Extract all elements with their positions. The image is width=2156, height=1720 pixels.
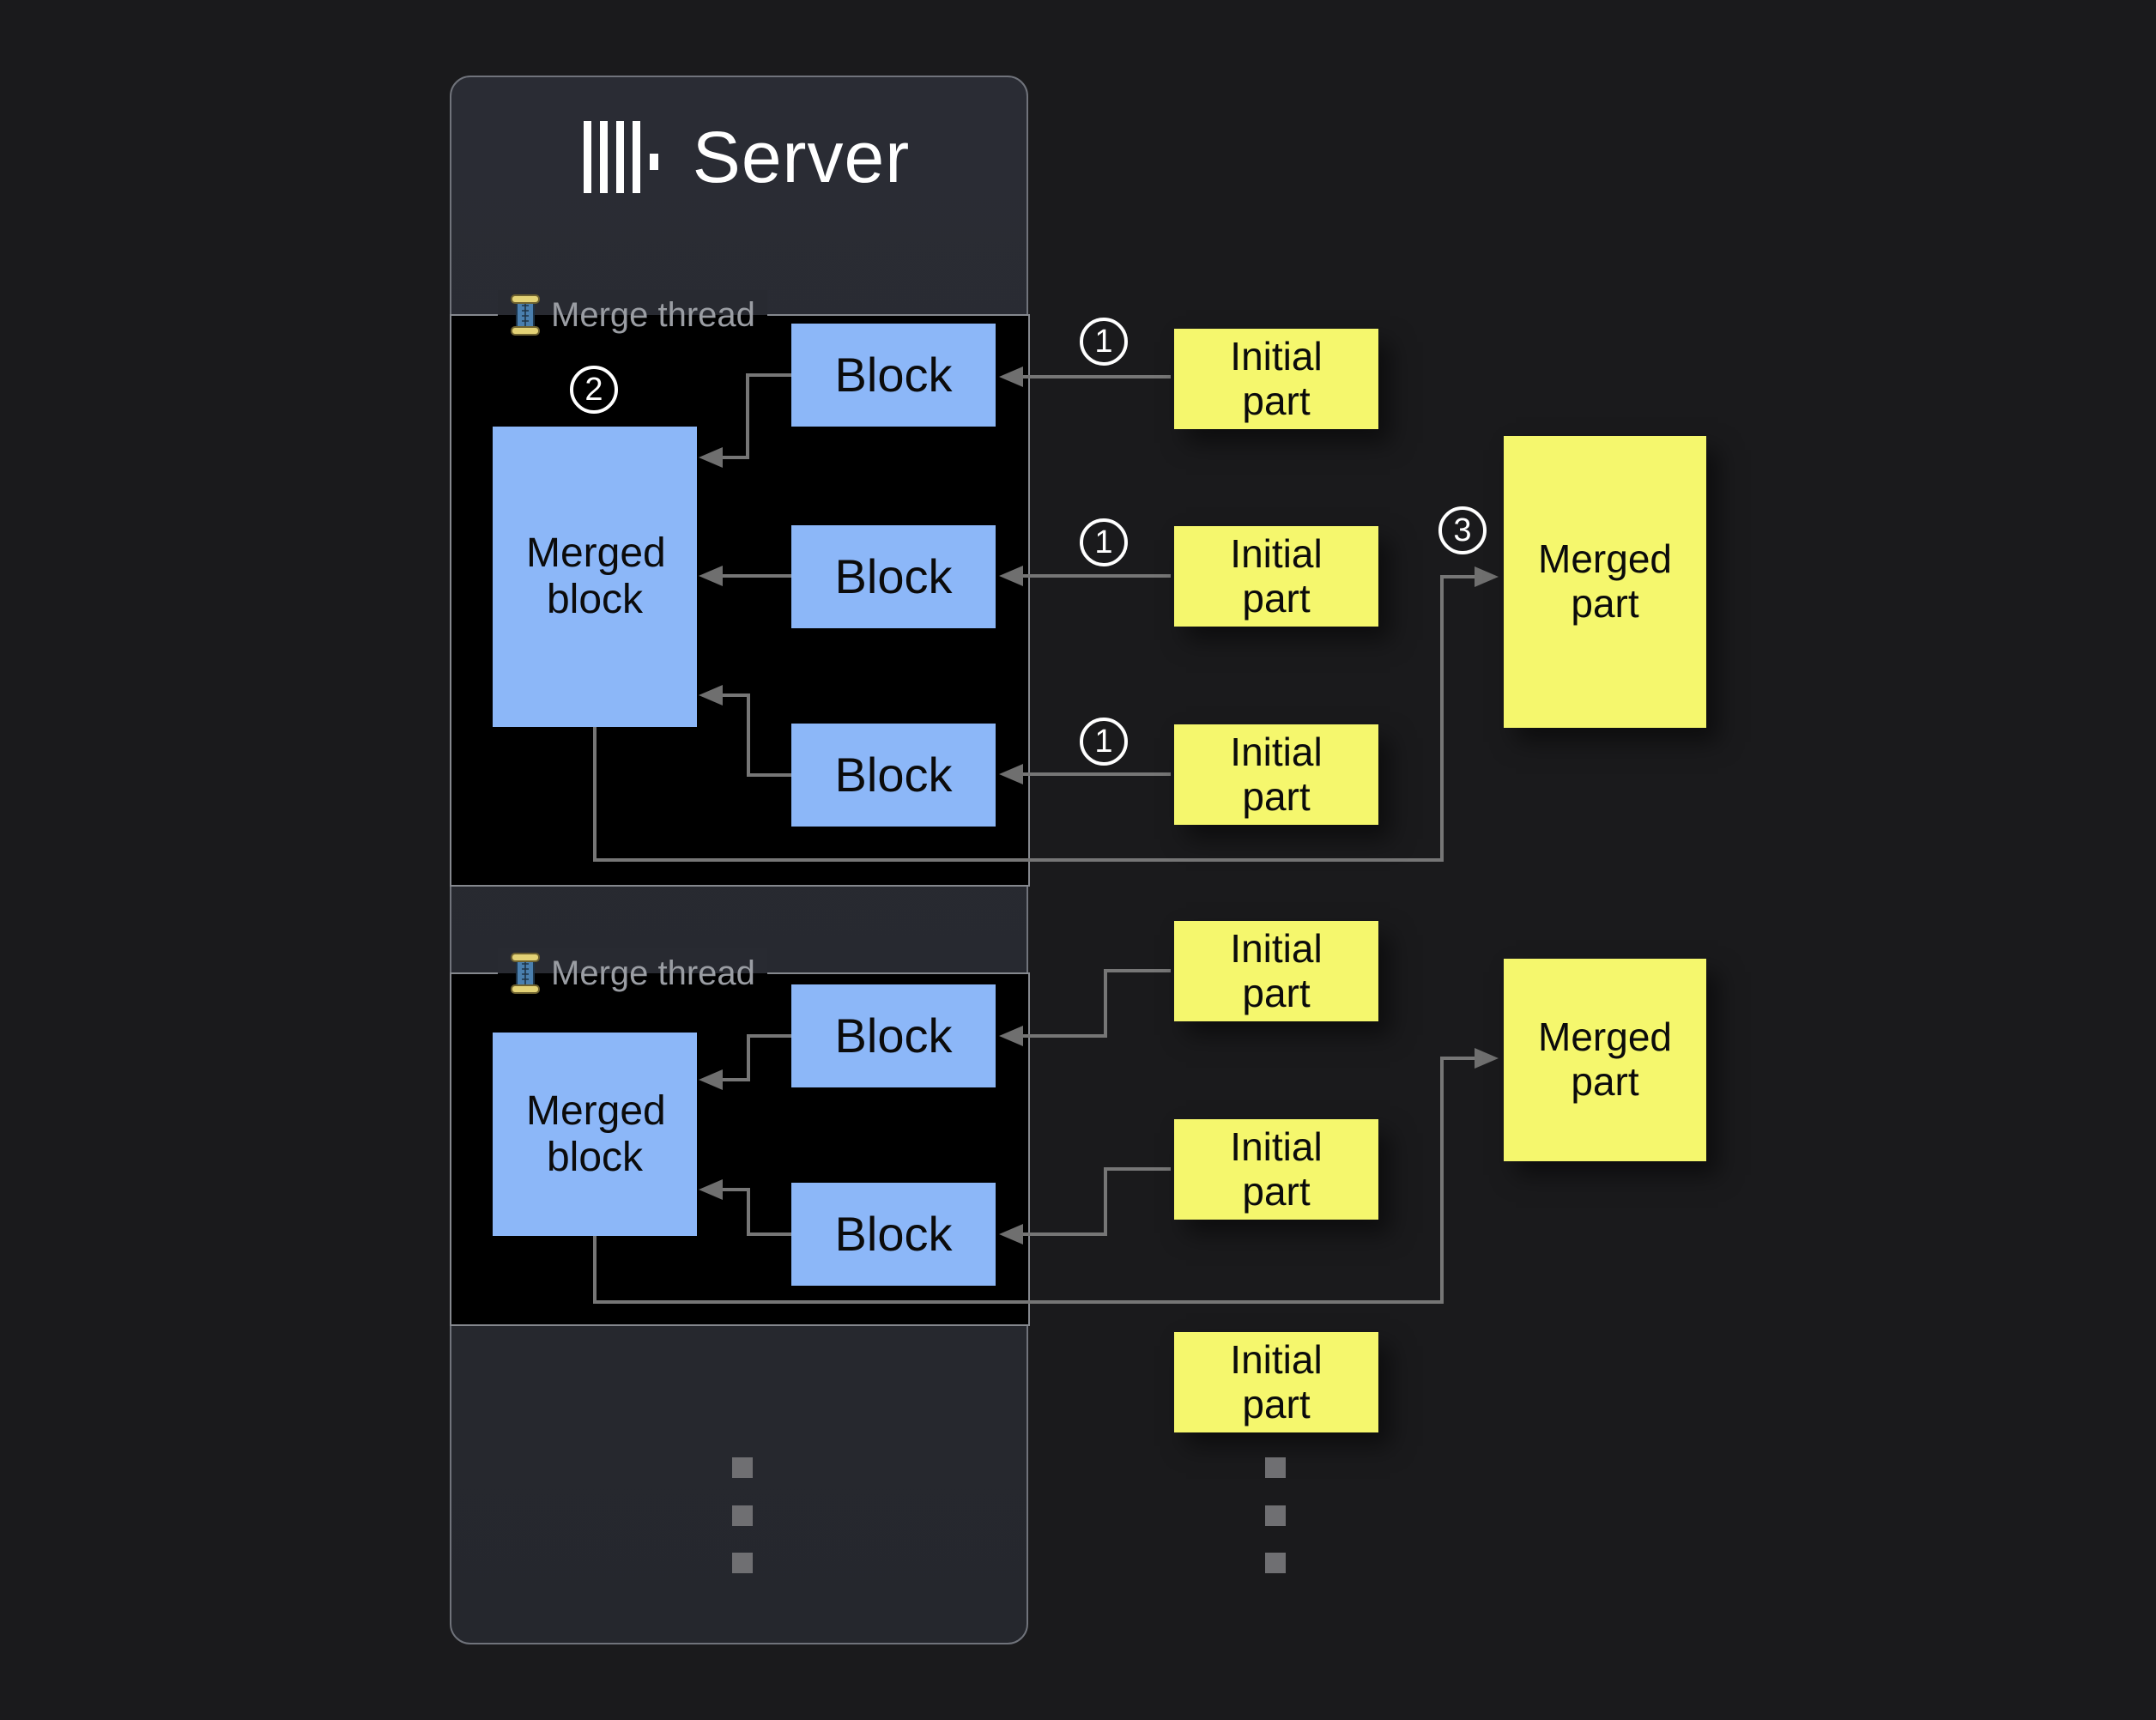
step-badge-1-number: 1 [1094,324,1113,360]
t1-block-3-label: Block [834,747,953,802]
t1-block-2: Block [791,525,996,628]
t2-block-1-label: Block [834,1008,953,1063]
logo-bar [615,121,624,193]
t1-block-1: Block [791,324,996,427]
t1-block-2-label: Block [834,548,953,603]
vertical-ellipsis-dots [732,1505,753,1526]
merged-part-2: Merged part [1504,959,1706,1161]
merged-part-1-label: Merged part [1538,536,1672,626]
vertical-ellipsis-dots [1265,1553,1286,1573]
vertical-ellipsis-dots [732,1457,753,1478]
t2-block-2: Block [791,1183,996,1286]
initial-part-3-label: Initial part [1230,729,1323,819]
merged-part-1: Merged part [1504,436,1706,728]
t1-block-1-label: Block [834,347,953,402]
server-title: Server [692,117,911,197]
logo-bar [599,121,608,193]
step-badge-1: 1 [1080,318,1128,366]
thread-spool-icon [511,294,540,336]
t1-merged-block-label: Merged block [526,530,666,622]
t1-merged-block: Merged block [493,427,697,727]
initial-part-1-label: Initial part [1230,333,1323,423]
step-badge-1: 1 [1080,718,1128,766]
server-header: Server [549,110,944,204]
t2-merged-block-label: Merged block [526,1087,666,1180]
initial-part-6: Initial part [1174,1332,1378,1432]
arrowhead-right-icon [1475,566,1499,587]
initial-part-6-label: Initial part [1230,1336,1323,1426]
vertical-ellipsis-dots [1265,1505,1286,1526]
initial-part-5-label: Initial part [1230,1123,1323,1214]
initial-part-2-label: Initial part [1230,530,1323,621]
t2-merged-block: Merged block [493,1033,697,1236]
initial-part-4: Initial part [1174,921,1378,1021]
arrow-initial-part-4-to-block [1023,969,1171,1038]
merge-thread-2-label: Merge thread [551,954,755,992]
initial-part-1: Initial part [1174,329,1378,429]
arrow-initial-part-5-to-block [1023,1167,1171,1236]
logo-dot [649,153,658,170]
logo-bar [583,121,591,193]
step-badge-2-number: 2 [584,372,603,408]
t1-block-3: Block [791,724,996,827]
step-badge-3: 3 [1438,506,1487,554]
arrowhead-right-icon [1475,1048,1499,1069]
step-badge-1-number: 1 [1094,524,1113,560]
vertical-ellipsis-dots [732,1553,753,1573]
t2-block-1: Block [791,984,996,1087]
step-badge-2: 2 [570,366,618,414]
merge-thread-2-legend: Merge thread [498,948,767,998]
initial-part-4-label: Initial part [1230,925,1323,1015]
merge-thread-1-legend: Merge thread [498,290,767,340]
initial-part-2: Initial part [1174,526,1378,627]
logo-bar [632,121,640,193]
initial-part-3: Initial part [1174,724,1378,825]
initial-part-5: Initial part [1174,1119,1378,1220]
step-badge-3-number: 3 [1453,512,1472,548]
step-badge-1-number: 1 [1094,724,1113,760]
thread-spool-icon [511,953,540,994]
step-badge-1: 1 [1080,518,1128,566]
clickhouse-bars-logo-icon [583,121,658,193]
merged-part-2-label: Merged part [1538,1014,1672,1104]
t2-block-2-label: Block [834,1206,953,1261]
vertical-ellipsis-dots [1265,1457,1286,1478]
merge-thread-1-label: Merge thread [551,295,755,334]
